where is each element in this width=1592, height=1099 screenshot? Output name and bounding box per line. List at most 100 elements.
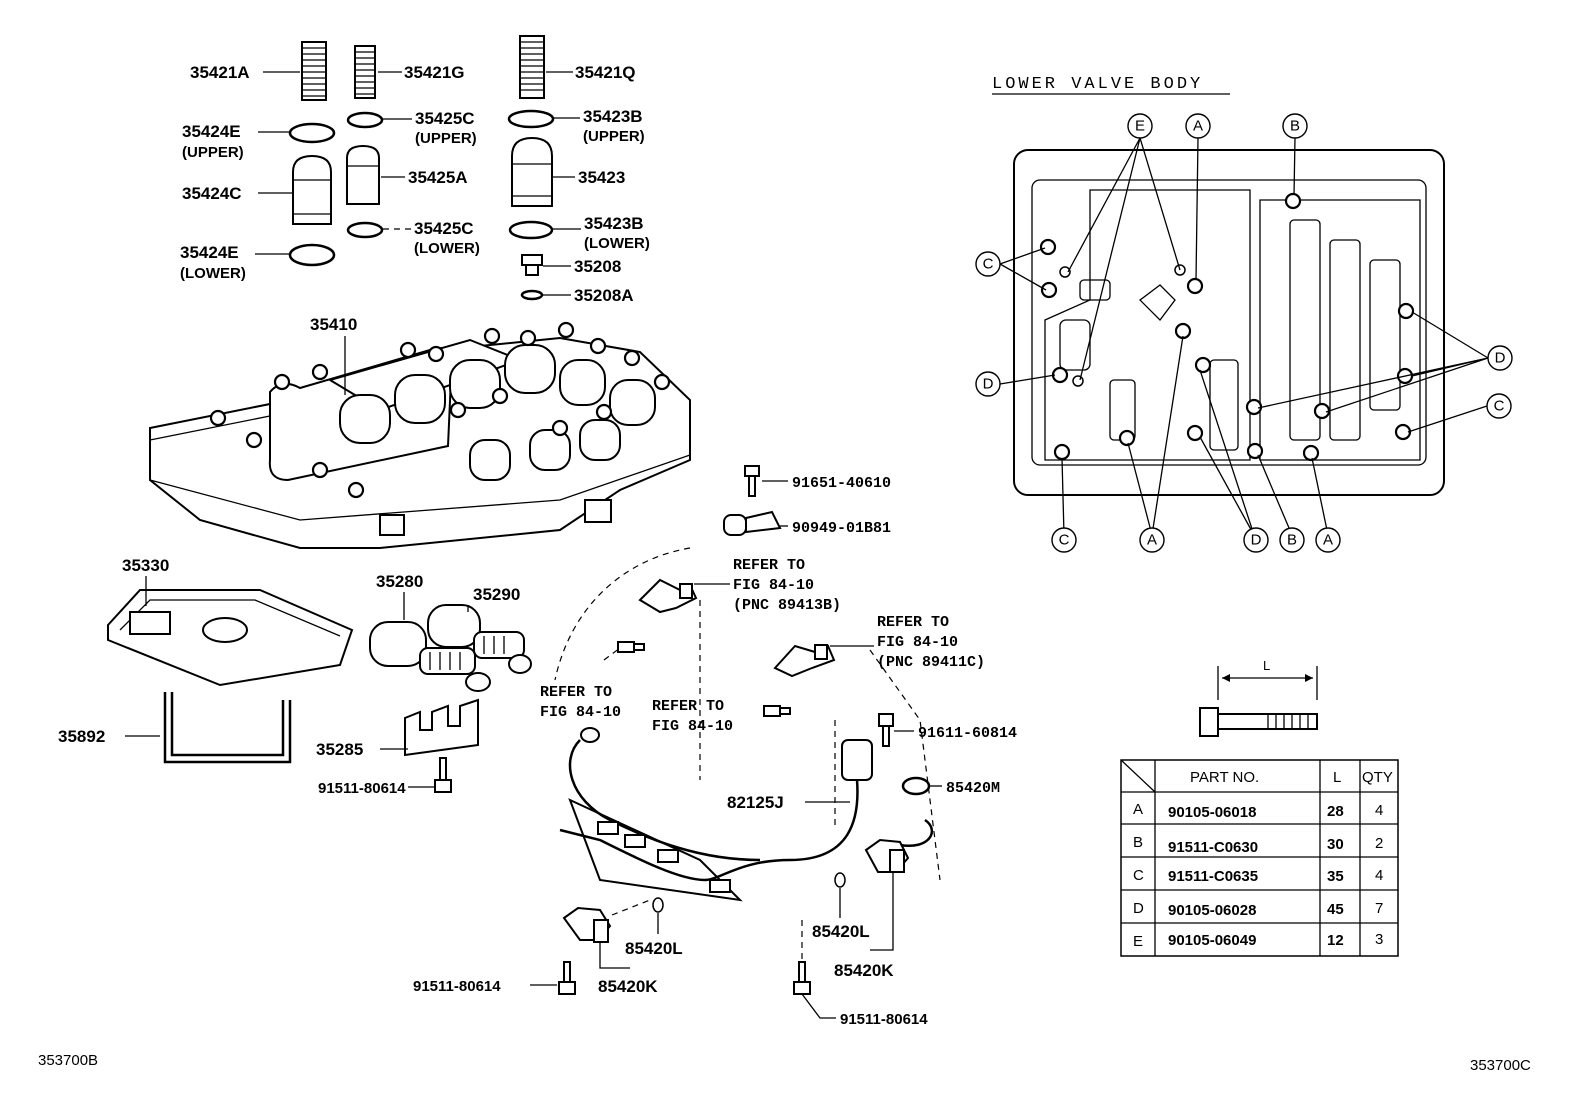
svg-text:90105-06049: 90105-06049 [1168,932,1256,949]
label-35424E-upper: 35424E [182,122,241,141]
o-ring-85420L-b [834,872,846,888]
solenoid-35280 [369,621,491,692]
label-85420L-a: 85420L [625,939,683,958]
svg-text:A: A [1147,532,1157,549]
label-refer-1a: REFER TO [733,557,805,574]
plug-35208 [521,254,543,276]
label-35421G: 35421G [404,63,465,82]
svg-text:A: A [1133,801,1143,818]
table-row: D 90105-06028 45 7 [1133,900,1383,919]
screw-b [763,705,791,717]
callout-A-top [1185,113,1211,139]
label-35425A: 35425A [408,168,468,187]
o-ring-35424E-lower [288,243,336,267]
callout-D-right [1487,345,1513,371]
callout-leaders [999,137,1489,536]
solenoid-35290 [427,604,532,674]
label-refer-2a: REFER TO [877,614,949,631]
figure-code-left: 353700B [38,1052,98,1069]
sleeve-35425A [346,144,380,205]
valve-body-35410 [149,321,691,549]
label-refer-2c: (PNC 89411C) [877,654,985,671]
sleeve-35423 [511,136,553,207]
label-91511-80614-b: 91511-80614 [413,978,501,995]
label-85420K-b: 85420K [834,961,894,980]
harness-outline [554,547,941,881]
svg-text:E: E [1133,933,1143,950]
callout-B-top [1282,113,1308,139]
label-35330: 35330 [122,556,169,575]
svg-text:90105-06028: 90105-06028 [1168,902,1256,919]
label-35421Q: 35421Q [575,63,636,82]
label-refer-3a: REFER TO [540,684,612,701]
label-35425C-lower: 35425C [414,219,474,238]
label-35421A: 35421A [190,63,250,82]
label-35290: 35290 [473,585,520,604]
o-ring-35423B-upper [507,109,555,129]
svg-text:2: 2 [1375,835,1383,852]
label-35892: 35892 [58,727,105,746]
callout-A-bottom1 [1139,527,1165,553]
label-refer-4b: FIG 84-10 [652,718,733,735]
svg-text:D: D [983,376,994,393]
wire-harness-82125J [559,727,934,902]
label-lower-3: (LOWER) [584,235,650,252]
table-header-qty: QTY [1362,769,1393,786]
callout-D-bottom [1243,527,1269,553]
label-upper-2: (UPPER) [415,130,477,147]
callout-C-bottom [1051,527,1077,553]
svg-text:C: C [983,256,994,273]
callout-B-bottom [1279,527,1305,553]
screw-a [617,641,645,653]
bolt-length-diagram [1199,666,1318,737]
svg-text:4: 4 [1375,867,1383,884]
label-91611-60814: 91611-60814 [918,725,1017,742]
svg-text:B: B [1287,532,1297,549]
bolt-91651 [744,465,760,497]
svg-text:D: D [1251,532,1262,549]
svg-text:E: E [1135,118,1145,135]
clip-35208A [520,289,544,301]
label-91511-80614-c: 91511-80614 [840,1011,928,1028]
label-85420L-b: 85420L [812,922,870,941]
svg-text:D: D [1133,900,1144,917]
spring-35421A [301,41,327,101]
svg-text:35: 35 [1327,868,1344,885]
sensor-b [773,644,836,678]
label-35410: 35410 [310,315,357,334]
o-ring-35423B-lower [508,220,554,240]
table-header-part-no: PART NO. [1190,769,1259,786]
svg-text:12: 12 [1327,932,1344,949]
svg-text:7: 7 [1375,900,1383,917]
label-91651-40610: 91651-40610 [792,475,891,492]
callout-E [1127,113,1153,139]
spring-35421Q [519,35,545,99]
svg-text:90105-06018: 90105-06018 [1168,804,1256,821]
label-lower-2: (LOWER) [414,240,480,257]
label-35425C-upper: 35425C [415,109,475,128]
svg-text:A: A [1193,118,1203,135]
o-ring-35425C-upper [346,111,384,129]
lower-valve-body-title: LOWER VALVE BODY [992,75,1203,94]
label-35423B-upper: 35423B [583,107,643,126]
label-85420M: 85420M [946,780,1000,797]
label-refer-4a: REFER TO [652,698,724,715]
svg-text:D: D [1495,350,1506,367]
strainer-35330 [107,589,354,687]
label-35423: 35423 [578,168,625,187]
svg-text:28: 28 [1327,803,1344,820]
bolt-91511-a [434,757,452,793]
label-35423B-lower: 35423B [584,214,644,233]
pipe-35892 [163,692,292,764]
callout-C-right [1486,393,1512,419]
dimension-L-label: L [1263,658,1270,673]
label-refer-2b: FIG 84-10 [877,634,958,651]
lower-valve-body [1013,149,1445,496]
table-row: C 91511-C0635 35 4 [1133,867,1383,885]
table-row: E 90105-06049 12 3 [1133,931,1383,950]
svg-text:C: C [1494,398,1505,415]
svg-text:C: C [1133,867,1144,884]
svg-text:91511-C0635: 91511-C0635 [1168,868,1258,885]
label-35424E-lower: 35424E [180,243,239,262]
svg-text:B: B [1133,834,1143,851]
